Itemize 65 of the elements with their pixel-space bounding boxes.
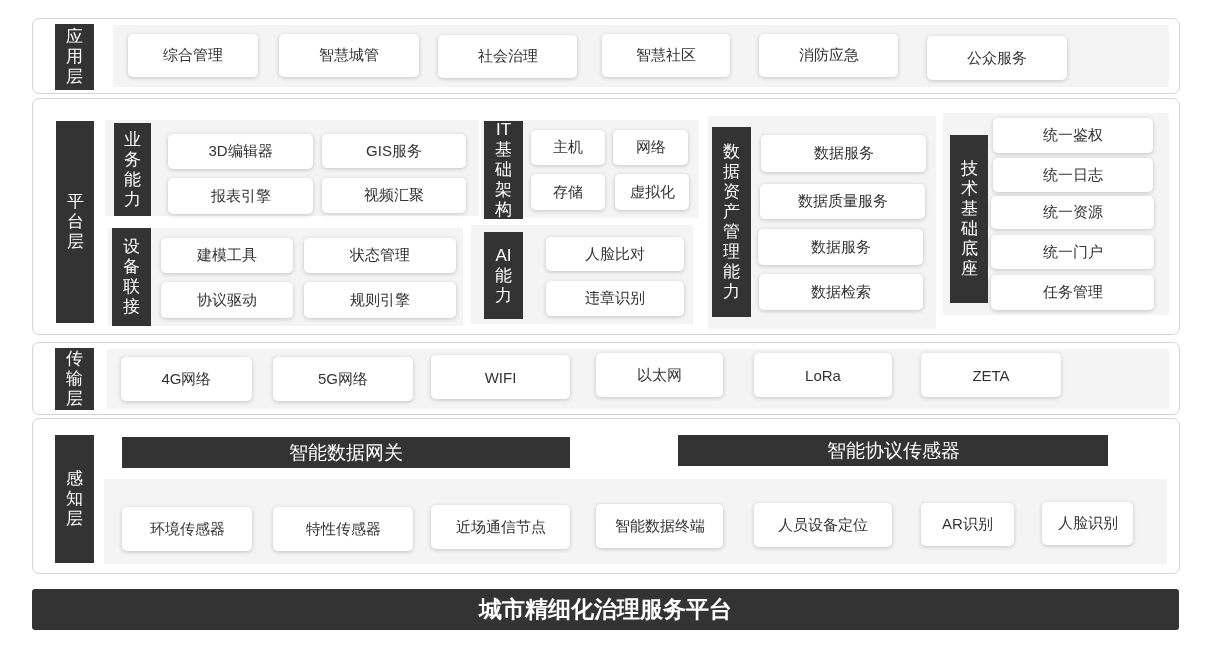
capability-group-panel — [943, 113, 1169, 315]
module-card: 智慧城管 — [279, 34, 419, 77]
module-card: 状态管理 — [304, 238, 456, 273]
module-card: 报表引擎 — [168, 178, 313, 214]
module-card: 统一资源 — [991, 196, 1154, 229]
module-card: 数据服务 — [761, 135, 926, 172]
module-card: AR识别 — [921, 503, 1014, 546]
module-card: 统一鉴权 — [993, 118, 1153, 153]
module-card: 环境传感器 — [122, 507, 252, 551]
module-card: 建模工具 — [161, 238, 293, 273]
module-card: 数据检索 — [759, 274, 923, 310]
layer-panel — [32, 342, 1180, 415]
module-card: 3D编辑器 — [168, 134, 313, 169]
module-card: 智慧社区 — [602, 34, 730, 77]
layer-panel — [32, 418, 1180, 574]
group-label: IT基础架构 — [484, 121, 523, 219]
module-card: 智能数据终端 — [596, 504, 723, 548]
capability-group-panel — [481, 120, 699, 218]
module-card: GIS服务 — [322, 134, 466, 168]
module-card: 规则引擎 — [304, 282, 456, 318]
capability-group-panel — [105, 120, 479, 216]
module-card: ZETA — [921, 353, 1061, 397]
module-card: 综合管理 — [128, 34, 258, 77]
module-card: 虚拟化 — [615, 174, 689, 210]
module-card: 近场通信节点 — [431, 505, 570, 549]
module-card: 数据质量服务 — [760, 184, 925, 219]
module-card: 统一门户 — [991, 235, 1154, 269]
group-label: 设备联接 — [112, 228, 151, 326]
module-card: 人脸比对 — [546, 237, 684, 271]
module-card: 4G网络 — [121, 357, 252, 401]
module-card: LoRa — [754, 353, 892, 397]
module-card: WIFI — [431, 355, 570, 399]
group-label: 技术基础底座 — [950, 135, 988, 303]
module-card: 数据服务 — [758, 229, 923, 265]
layer-label: 平台层 — [56, 121, 94, 323]
layer-label: 传输层 — [55, 348, 94, 410]
group-label: AI能力 — [484, 232, 523, 319]
category-bar: 智能数据网关 — [122, 437, 570, 468]
group-label: 数据资产管理能力 — [712, 127, 751, 317]
layer-label: 应用层 — [55, 24, 94, 90]
layer-label: 感知层 — [55, 435, 94, 563]
layer-panel — [32, 98, 1180, 335]
layer-panel — [32, 18, 1180, 94]
category-bar: 智能协议传感器 — [678, 435, 1108, 466]
module-card: 主机 — [531, 130, 605, 165]
module-card: 以太网 — [596, 353, 723, 397]
module-card: 人脸识别 — [1042, 502, 1133, 545]
capability-group-panel — [471, 225, 693, 324]
platform-banner: 城市精细化治理服务平台 — [32, 589, 1179, 630]
module-card: 社会治理 — [438, 35, 577, 78]
module-card: 特性传感器 — [273, 507, 413, 551]
module-card: 视频汇聚 — [322, 178, 466, 213]
group-label: 业务能力 — [114, 123, 151, 216]
module-card: 协议驱动 — [161, 282, 293, 318]
module-card: 人员设备定位 — [754, 503, 892, 547]
module-card: 存储 — [531, 174, 605, 210]
capability-group-panel — [708, 116, 936, 329]
module-card: 统一日志 — [993, 158, 1153, 192]
module-card: 任务管理 — [991, 275, 1154, 310]
module-card: 违章识别 — [546, 281, 684, 316]
capability-group-panel — [108, 228, 463, 326]
module-card: 公众服务 — [927, 36, 1067, 80]
module-card: 网络 — [613, 130, 688, 165]
module-card: 5G网络 — [273, 357, 413, 401]
module-card: 消防应急 — [759, 34, 898, 77]
